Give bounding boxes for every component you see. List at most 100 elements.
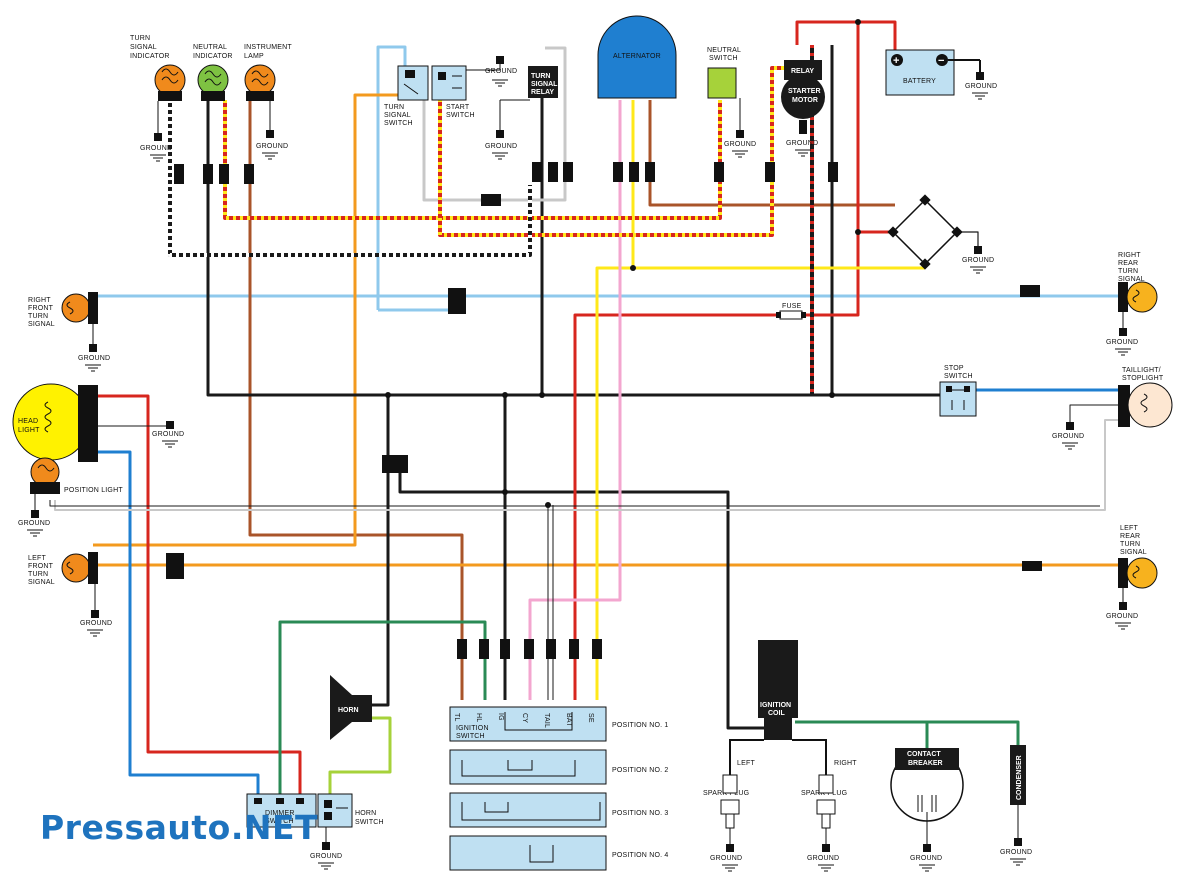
position-1-label: POSITION NO. 1 bbox=[612, 722, 668, 729]
right-front-ground-label: GROUND bbox=[78, 355, 110, 362]
battery-ground-label: GROUND bbox=[965, 83, 997, 90]
start-mid-ground-label: GROUND bbox=[485, 143, 517, 150]
turn-signal-indicator-label-1: TURN bbox=[130, 35, 150, 42]
right-rear-bulb-icon bbox=[1126, 281, 1158, 313]
wire-blue-headlight bbox=[95, 450, 260, 795]
neutral-switch-icon bbox=[707, 67, 737, 99]
ignition-switch-label-1: IGNITION bbox=[456, 725, 489, 732]
terminal-cy: CY bbox=[521, 713, 528, 723]
turn-signal-switch-label-3: SWITCH bbox=[384, 120, 413, 127]
right-rear-label-3: TURN bbox=[1118, 268, 1138, 275]
headlight-ground-label: GROUND bbox=[152, 431, 184, 438]
battery: + − BATTERY GROUND bbox=[885, 49, 997, 100]
rectifier: GROUND bbox=[887, 194, 994, 274]
instrument-lamp-bulb-icon bbox=[244, 64, 276, 96]
contact-breaker: CONTACT BREAKER GROUND bbox=[890, 722, 964, 872]
condenser: CONDENSER GROUND bbox=[1000, 745, 1032, 866]
left-front-ground-label: GROUND bbox=[80, 620, 112, 627]
start-switch: START SWITCH bbox=[431, 65, 475, 119]
left-front-label-2: FRONT bbox=[28, 563, 54, 570]
horn-label: HORN bbox=[338, 707, 359, 714]
terminal-tl: TL bbox=[453, 713, 460, 722]
position-3-label: POSITION NO. 3 bbox=[612, 810, 668, 817]
stop-switch-label-2: SWITCH bbox=[944, 373, 973, 380]
dimmer-switch-label-2: SWITCH bbox=[265, 818, 294, 825]
contact-breaker-label-2: BREAKER bbox=[908, 760, 943, 767]
wire-tail-ground bbox=[1069, 404, 1120, 425]
alternator-label: ALTERNATOR bbox=[613, 53, 661, 60]
left-rear-label-4: SIGNAL bbox=[1120, 549, 1147, 556]
position-light: POSITION LIGHT GROUND bbox=[18, 457, 123, 537]
ignition-switch: IGNITION SWITCH TL HL IG CY TAIL BAT SE … bbox=[449, 706, 668, 871]
rectifier-ground-label: GROUND bbox=[962, 257, 994, 264]
horn-switch: HORN SWITCH GROUND bbox=[310, 793, 384, 870]
horn-switch-icon bbox=[317, 793, 353, 828]
contact-breaker-label-1: CONTACT bbox=[907, 751, 941, 758]
horn-icon bbox=[330, 675, 372, 740]
instrument-lamp: INSTRUMENT LAMP GROUND bbox=[244, 44, 292, 160]
wire-red-battery bbox=[795, 20, 897, 55]
turn-signal-switch: TURN SIGNAL SWITCH bbox=[384, 65, 429, 127]
turn-signal-relay-icon bbox=[528, 66, 558, 98]
condenser-icon bbox=[1010, 745, 1026, 805]
wire-green-dimmer bbox=[278, 620, 487, 795]
starter-motor-label-1: STARTER bbox=[788, 88, 821, 95]
spark-plug-left-ground-label: GROUND bbox=[710, 855, 742, 862]
right-front-turn-signal: RIGHT FRONT TURN SIGNAL GROUND bbox=[28, 292, 110, 372]
position-light-bulb-icon bbox=[30, 457, 60, 487]
ignition-switch-panel-3 bbox=[449, 792, 607, 828]
ignition-switch-label-2: SWITCH bbox=[456, 733, 485, 740]
turn-signal-indicator-label-2: SIGNAL bbox=[130, 44, 157, 51]
dimmer-switch-label-1: DIMMER bbox=[265, 810, 295, 817]
start-switch-icon bbox=[431, 65, 467, 101]
spark-plug-left-icon bbox=[722, 774, 738, 794]
relay-label: RELAY bbox=[791, 68, 814, 75]
neutral-indicator: NEUTRAL INDICATOR bbox=[193, 44, 232, 101]
start-switch-label-1: START bbox=[446, 104, 470, 111]
left-rear-bulb-icon bbox=[1126, 557, 1158, 589]
right-front-label-2: FRONT bbox=[28, 305, 54, 312]
right-front-label-1: RIGHT bbox=[28, 297, 51, 304]
wire-yellow-alternator bbox=[631, 100, 925, 270]
wire-green-breaker bbox=[795, 720, 1020, 745]
taillight-ground-label: GROUND bbox=[1052, 433, 1084, 440]
wire-black-coil bbox=[398, 470, 765, 730]
instrument-ground-label: GROUND bbox=[256, 143, 288, 150]
battery-label: BATTERY bbox=[903, 78, 936, 85]
position-2-label: POSITION NO. 2 bbox=[612, 767, 668, 774]
neutral-switch-label-2: SWITCH bbox=[709, 55, 738, 62]
left-front-label-4: SIGNAL bbox=[28, 579, 55, 586]
taillight-label-2: STOPLIGHT bbox=[1122, 375, 1164, 382]
horn-switch-ground-label: GROUND bbox=[310, 853, 342, 860]
battery-minus-icon: − bbox=[938, 55, 944, 67]
left-rear-ground-label: GROUND bbox=[1106, 613, 1138, 620]
starter-ground-label: GROUND bbox=[786, 140, 818, 147]
stop-switch-icon bbox=[939, 381, 977, 417]
right-rear-turn-signal: RIGHT REAR TURN SIGNAL GROUND bbox=[1106, 252, 1158, 356]
stop-switch-label-1: STOP bbox=[944, 365, 964, 372]
neutral-switch-label-1: NEUTRAL bbox=[707, 47, 741, 54]
alternator: ALTERNATOR bbox=[597, 15, 677, 99]
starter-motor-icon bbox=[781, 75, 825, 119]
right-front-bulb-icon bbox=[61, 293, 91, 323]
ground-start-top: GROUND bbox=[466, 56, 517, 87]
left-rear-label-1: LEFT bbox=[1120, 525, 1138, 532]
relay-starter: RELAY STARTER MOTOR GROUND bbox=[781, 60, 825, 157]
ground-start-mid: GROUND bbox=[485, 99, 530, 160]
turn-signal-relay-label-1: TURN bbox=[531, 73, 550, 80]
left-front-label-3: TURN bbox=[28, 571, 48, 578]
left-front-turn-signal: LEFT FRONT TURN SIGNAL GROUND bbox=[28, 552, 112, 637]
left-rear-turn-signal: LEFT REAR TURN SIGNAL GROUND bbox=[1106, 525, 1158, 630]
right-rear-label-2: REAR bbox=[1118, 260, 1138, 267]
right-front-label-4: SIGNAL bbox=[28, 321, 55, 328]
condenser-label: CONDENSER bbox=[1016, 755, 1023, 800]
turn-signal-indicator: TURN SIGNAL INDICATOR GROUND bbox=[130, 35, 186, 162]
coil-left-label: LEFT bbox=[737, 760, 755, 767]
wire-gray-start bbox=[422, 46, 567, 202]
terminal-ig: IG bbox=[497, 713, 504, 721]
alternator-icon bbox=[597, 15, 677, 99]
horn-switch-label-2: SWITCH bbox=[355, 819, 384, 826]
position-light-ground-label: GROUND bbox=[18, 520, 50, 527]
headlight-label-1: HEAD bbox=[18, 418, 38, 425]
ignition-coil: IGNITION COIL LEFT RIGHT bbox=[729, 640, 857, 775]
